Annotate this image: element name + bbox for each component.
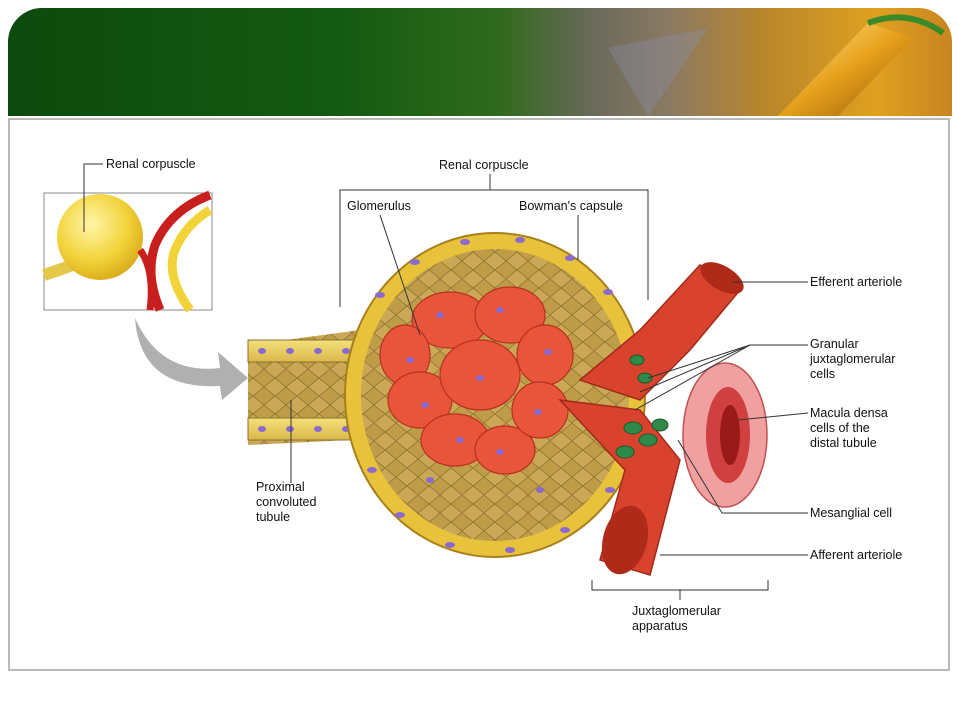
macula-densa-label: Macula densa cells of the distal tubule [810,406,888,450]
renal-corpuscle-label: Renal corpuscle [439,158,529,172]
jga-label: Juxtaglomerular apparatus [632,604,721,633]
glomerulus [379,286,574,475]
inset-glomerulus-ball [57,194,143,280]
title-banner [8,8,952,116]
leader-lines [290,174,809,600]
afferent-arteriole-label: Afferent arteriole [810,548,903,562]
pen-nib-icon [608,14,945,116]
efferent-arteriole [578,262,744,401]
inset-renal-corpuscle [42,190,213,313]
granular-cells-label: Granular juxtaglomerular cells [810,337,896,381]
macula-densa [682,362,768,508]
curved-arrow-icon [135,318,248,400]
inset-renal-corpuscle-label: Renal corpuscle [106,157,196,171]
bowmans-capsule-label: Bowman's capsule [519,199,623,213]
efferent-arteriole-label: Efferent arteriole [810,275,903,289]
mesanglial-cell-label: Mesanglial cell [810,506,892,520]
granular-cells [615,354,669,459]
glomerulus-label: Glomerulus [347,199,411,213]
pct-label: Proximal convoluted tubule [256,480,317,524]
